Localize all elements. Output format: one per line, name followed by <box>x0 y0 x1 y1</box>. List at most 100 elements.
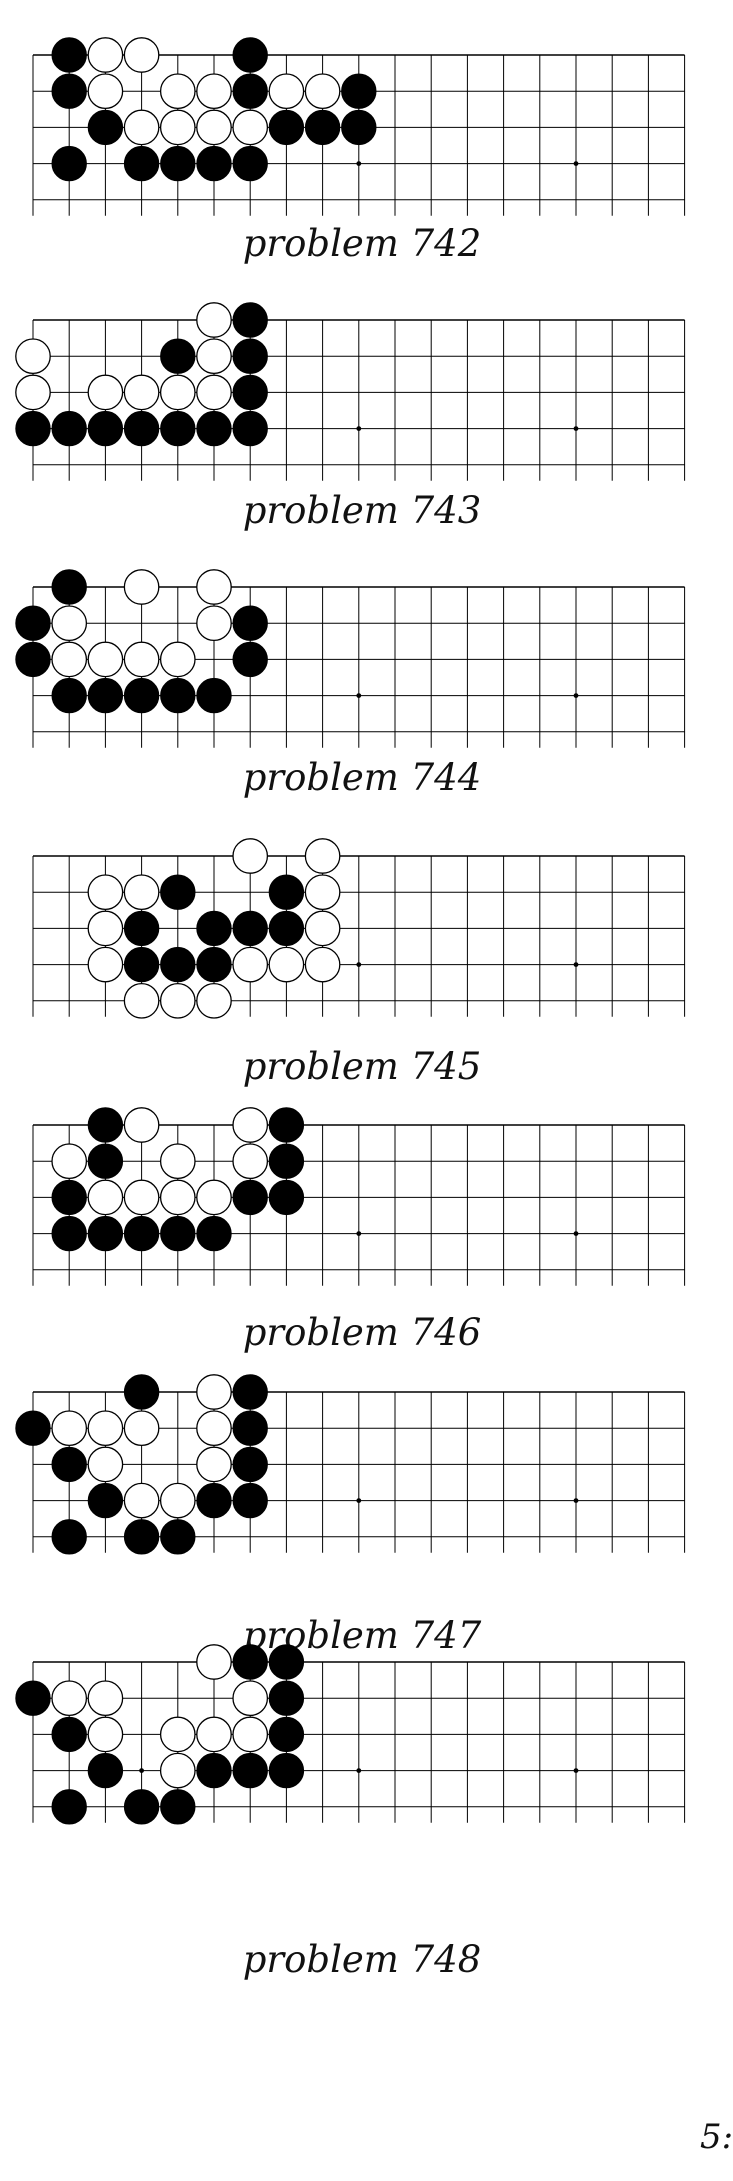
star-point <box>356 962 362 967</box>
black-stone <box>232 410 268 447</box>
black-stone <box>268 910 305 947</box>
white-stone <box>123 1179 160 1216</box>
black-stone <box>232 338 268 374</box>
black-stone <box>51 1446 87 1483</box>
black-stone <box>341 109 377 146</box>
black-stone <box>123 677 160 714</box>
white-stone <box>196 569 232 605</box>
white-stone <box>159 73 196 110</box>
white-stone <box>123 1107 160 1143</box>
black-stone <box>232 605 268 641</box>
black-stone <box>341 73 377 109</box>
black-stone <box>123 410 160 447</box>
white-stone <box>196 1446 232 1483</box>
problem-caption: problem 745 <box>242 1045 482 1088</box>
black-stone <box>196 145 232 182</box>
white-stone <box>196 1179 232 1216</box>
white-stone <box>159 109 196 146</box>
white-stone <box>232 1107 269 1143</box>
black-stone <box>232 1482 268 1519</box>
white-stone <box>87 641 124 678</box>
star-point <box>573 962 579 967</box>
white-stone <box>51 1680 88 1717</box>
black-stone <box>87 410 124 447</box>
star-point <box>139 1768 145 1773</box>
black-stone <box>268 109 305 146</box>
black-stone <box>51 1215 87 1252</box>
white-stone <box>123 1410 160 1447</box>
go-board <box>15 1644 686 1825</box>
white-stone <box>196 982 232 1019</box>
black-stone <box>51 569 87 605</box>
white-stone <box>196 338 232 375</box>
black-stone <box>160 338 196 374</box>
white-stone <box>87 910 124 947</box>
black-stone <box>51 1179 87 1216</box>
problem-caption: problem 743 <box>242 489 482 532</box>
black-stone <box>51 1519 87 1555</box>
white-stone <box>196 302 232 338</box>
white-stone <box>196 1644 232 1680</box>
white-stone <box>159 641 196 678</box>
black-stone <box>123 145 160 182</box>
white-stone <box>123 1482 160 1519</box>
page-number: 5: <box>700 2117 733 2157</box>
black-stone <box>87 109 124 146</box>
white-stone <box>304 874 341 911</box>
black-stone <box>160 1215 196 1252</box>
black-stone <box>268 874 305 910</box>
black-stone <box>232 374 268 411</box>
black-stone <box>123 1789 160 1825</box>
black-stone <box>51 37 87 73</box>
black-stone <box>15 1410 51 1446</box>
star-point <box>356 426 362 431</box>
black-stone <box>196 677 232 714</box>
black-stone <box>123 910 160 947</box>
black-stone <box>123 1519 160 1555</box>
black-stone <box>15 641 51 678</box>
black-stone <box>232 1644 268 1680</box>
black-stone <box>268 1107 305 1143</box>
go-board <box>32 37 686 216</box>
star-point <box>356 161 362 167</box>
black-stone <box>15 410 51 447</box>
black-stone <box>51 410 87 447</box>
black-stone <box>196 910 232 947</box>
white-stone <box>232 838 269 874</box>
white-stone <box>123 109 160 146</box>
white-stone <box>159 982 196 1019</box>
white-stone <box>232 1680 269 1717</box>
white-stone <box>87 1446 124 1483</box>
white-stone <box>87 37 124 73</box>
black-stone <box>51 677 87 714</box>
black-stone <box>232 302 268 338</box>
star-point <box>573 426 579 431</box>
black-stone <box>232 73 268 109</box>
black-stone <box>87 1215 124 1252</box>
white-stone <box>196 1410 232 1447</box>
black-stone <box>232 1374 268 1410</box>
black-stone <box>232 1752 268 1789</box>
white-stone <box>232 1716 269 1753</box>
white-stone <box>87 1179 124 1216</box>
go-board <box>15 569 686 748</box>
white-stone <box>123 569 160 605</box>
black-stone <box>196 1752 232 1789</box>
black-stone <box>51 73 87 109</box>
black-stone <box>160 946 196 983</box>
black-stone <box>196 946 232 983</box>
black-stone <box>232 145 268 182</box>
white-stone <box>196 1374 232 1410</box>
problem-caption: problem 746 <box>242 1311 482 1354</box>
black-stone <box>304 109 341 146</box>
black-stone <box>232 641 268 678</box>
black-stone <box>268 1680 305 1716</box>
white-stone <box>196 605 232 642</box>
black-stone <box>123 946 160 983</box>
black-stone <box>268 1752 305 1789</box>
white-stone <box>196 1716 232 1753</box>
white-stone <box>123 982 160 1019</box>
white-stone <box>268 946 305 983</box>
black-stone <box>160 874 196 910</box>
